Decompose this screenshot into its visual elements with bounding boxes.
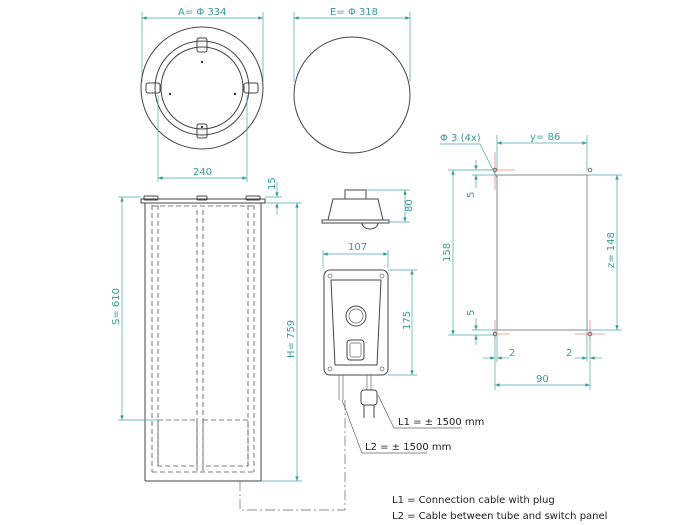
- legend: L1 = Connection cable with plug L2 = Cab…: [392, 495, 607, 522]
- switch-width-label: 107: [348, 242, 367, 253]
- total-height-label: 158: [442, 243, 453, 262]
- total-width-label: 90: [536, 374, 549, 385]
- l2-label: L2 = ± 1500 mm: [365, 442, 451, 453]
- rim-height-label: 15: [267, 177, 278, 190]
- top-view: A= Φ 334 240: [140, 7, 264, 182]
- cutout-drawing: Φ 3 (4x) y= 86 158 5 5 z= 148 2 2 90: [440, 132, 622, 390]
- switch-panel: 107 175: [322, 242, 417, 418]
- lid-circle: [293, 36, 411, 154]
- thermostat-knob[interactable]: [345, 305, 367, 327]
- z-dim-label: z= 148: [606, 232, 617, 268]
- cable-labels: L1 = ± 1500 mm L2 = ± 1500 mm: [341, 394, 484, 454]
- offset-top-label: 5: [466, 192, 477, 198]
- cable-l2-route: [239, 400, 346, 511]
- hole-note: Φ 3 (4x): [440, 133, 481, 144]
- side-view: S= 610 H= 759 15: [111, 177, 346, 511]
- outer-rim: [140, 26, 264, 150]
- h-height-label: H= 759: [286, 320, 297, 358]
- diameter-e-label: E= Φ 318: [330, 7, 378, 18]
- l1-label: L1 = ± 1500 mm: [398, 417, 484, 428]
- legend-l2: L2 = Cable between tube and switch panel: [392, 511, 607, 522]
- offset-bottom-label: 5: [466, 310, 477, 316]
- mounting-tab: [145, 37, 259, 139]
- switch-height-label: 175: [402, 311, 413, 330]
- legend-l1: L1 = Connection cable with plug: [392, 495, 555, 506]
- inner-width-label: 240: [193, 167, 212, 178]
- s-depth-label: S= 610: [111, 288, 122, 325]
- offset-right-label: 2: [566, 348, 572, 359]
- y-dim-label: y= 86: [530, 132, 560, 143]
- diameter-a-label: A= Φ 334: [178, 7, 227, 18]
- switch-depth-label: 80: [404, 199, 415, 212]
- cutout-rect: [496, 174, 588, 331]
- lid-view: E= Φ 318: [293, 7, 411, 154]
- power-switch[interactable]: [346, 339, 365, 361]
- offset-left-label: 2: [509, 348, 515, 359]
- plug-icon: [360, 389, 378, 418]
- switch-box-side: 80: [321, 189, 415, 230]
